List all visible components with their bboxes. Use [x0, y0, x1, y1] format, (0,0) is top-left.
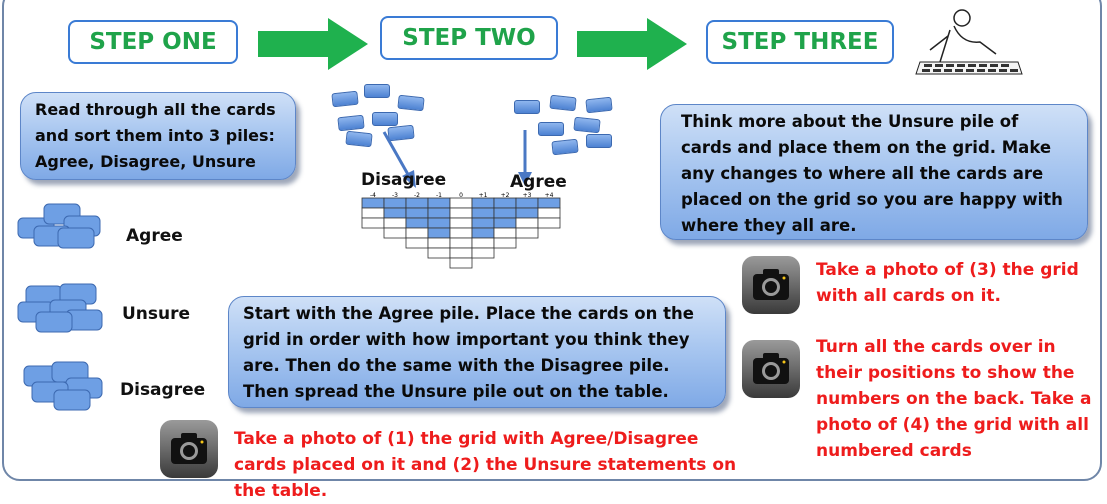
grid-column-label: +4: [545, 192, 554, 199]
grid-cell: [383, 227, 407, 239]
grid-cell: [449, 247, 473, 259]
pile-label-agree: Agree: [126, 226, 183, 246]
card: [364, 84, 390, 98]
grid-cell: [493, 227, 517, 239]
grid-cell: [449, 207, 473, 219]
card: [538, 122, 564, 136]
grid-cell: [427, 197, 451, 209]
step-two-label: STEP TWO: [380, 16, 558, 60]
card-pile-icon: [17, 203, 101, 249]
card: [585, 96, 613, 114]
grid-cell: [449, 257, 473, 269]
grid-cell: [427, 207, 451, 219]
step-three-instruction: Think more about the Unsure pile of card…: [660, 104, 1088, 240]
grid-column-label: 0: [459, 192, 463, 199]
step-two-instruction: Start with the Agree pile. Place the car…: [228, 296, 726, 408]
step-three-label: STEP THREE: [706, 20, 894, 64]
step-one-label: STEP ONE: [68, 20, 238, 64]
grid-column-label: -1: [436, 192, 442, 199]
card: [372, 112, 398, 126]
grid-cell: [493, 197, 517, 209]
photo-note-4: Turn all the cards over in their positio…: [816, 337, 1092, 461]
grid-cell: [405, 217, 429, 229]
grid-cell: [471, 217, 495, 229]
grid-cell: [537, 207, 561, 219]
card: [551, 138, 579, 156]
grid-label-agree: Agree: [510, 172, 567, 192]
grid-cell: [383, 207, 407, 219]
grid-cell: [405, 227, 429, 239]
step-one-instruction: Read through all the cards and sort them…: [20, 92, 296, 180]
grid-cell: [361, 217, 385, 229]
pile-label-disagree: Disagree: [120, 380, 206, 400]
grid-cell: [383, 197, 407, 209]
photo-note-3: Take a photo of (3) the grid with all ca…: [816, 260, 1079, 306]
person-sorting-icon: [915, 9, 1023, 75]
arrow-right-icon: [577, 18, 687, 70]
grid-cell: [471, 247, 495, 259]
grid-cell: [471, 237, 495, 249]
camera-icon: [742, 256, 800, 314]
grid-column-label: +1: [479, 192, 488, 199]
grid-column-label: -4: [370, 192, 376, 199]
card-pile-icon: [23, 361, 103, 411]
card-pile-icon: [17, 283, 103, 333]
grid-cell: [405, 237, 429, 249]
grid-cell: [493, 207, 517, 219]
grid-cell: [515, 207, 539, 219]
grid-cell: [383, 217, 407, 229]
camera-icon: [742, 340, 800, 398]
grid-cell: [515, 227, 539, 239]
card: [514, 100, 540, 114]
grid-cell: [449, 217, 473, 229]
grid-column-label: +3: [523, 192, 532, 199]
grid-cell: [471, 207, 495, 219]
grid-cell: [493, 237, 517, 249]
grid-column-label: -2: [414, 192, 420, 199]
grid-cell: [515, 217, 539, 229]
camera-icon: [160, 420, 218, 478]
grid-column-label: -3: [392, 192, 398, 199]
grid-cell: [427, 247, 451, 259]
arrow-down-icon: [382, 131, 416, 188]
card: [337, 114, 365, 132]
grid-cell: [449, 197, 473, 209]
pile-label-unsure: Unsure: [122, 304, 191, 324]
grid-cell: [427, 237, 451, 249]
card: [549, 94, 577, 112]
grid-cell: [405, 207, 429, 219]
grid-cell: [449, 237, 473, 249]
outer-frame: [2, 0, 1102, 481]
card: [397, 94, 425, 112]
q-sort-grid: -4 -3 -2 -1 0 +1 +2 +3 +4: [361, 192, 561, 269]
grid-column-label: +2: [501, 192, 510, 199]
grid-cell: [361, 207, 385, 219]
grid-cell: [471, 227, 495, 239]
grid-label-disagree: Disagree: [361, 170, 447, 190]
arrow-down-icon: [518, 130, 532, 186]
grid-cell: [361, 197, 385, 209]
arrow-right-icon: [258, 18, 368, 70]
grid-cell: [537, 217, 561, 229]
card: [345, 130, 373, 148]
grid-cell: [449, 227, 473, 239]
grid-cell: [515, 197, 539, 209]
card: [331, 90, 359, 108]
grid-cell: [537, 197, 561, 209]
grid-cell: [405, 197, 429, 209]
card: [573, 116, 601, 134]
grid-cell: [471, 197, 495, 209]
photo-note-1-2: Take a photo of (1) the grid with Agree/…: [234, 429, 737, 501]
grid-cell: [427, 227, 451, 239]
grid-cell: [493, 217, 517, 229]
card: [586, 134, 612, 148]
grid-cell: [427, 217, 451, 229]
